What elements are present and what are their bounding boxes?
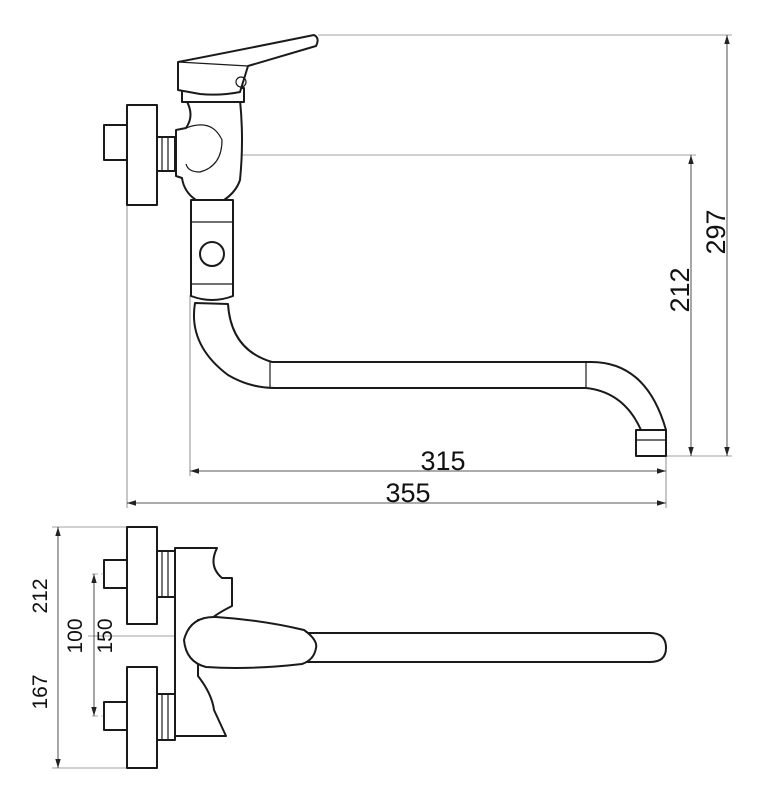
lower-inlet (103, 666, 176, 769)
dim-overall-depth: 212 (29, 578, 52, 613)
lever-handle-top (183, 615, 318, 669)
lever-handle (177, 34, 319, 96)
front-dimension-lines (127, 35, 730, 506)
front-view: 315 355 212 297 (103, 34, 732, 508)
dim-spout-height: 212 (665, 267, 695, 312)
mixer-body-top (174, 547, 233, 737)
dim-spout-reach: 315 (420, 446, 465, 476)
dim-inlet-offset: 167 (29, 674, 52, 709)
upper-inlet (103, 526, 176, 625)
dim-inlet-spacing-max: 150 (94, 618, 117, 653)
dim-inlet-spacing-min: 100 (64, 618, 87, 653)
dim-overall-height: 297 (701, 209, 731, 254)
top-view: 212 100 150 167 (29, 526, 667, 769)
spout (193, 302, 667, 457)
wall-flange (103, 104, 176, 206)
top-extension-lines (52, 526, 180, 769)
mixer-body (175, 87, 245, 201)
swivel-collar (190, 199, 234, 301)
spout-top (299, 632, 667, 663)
top-dimension-lines (55, 527, 97, 768)
dim-overall-width: 355 (385, 478, 430, 508)
